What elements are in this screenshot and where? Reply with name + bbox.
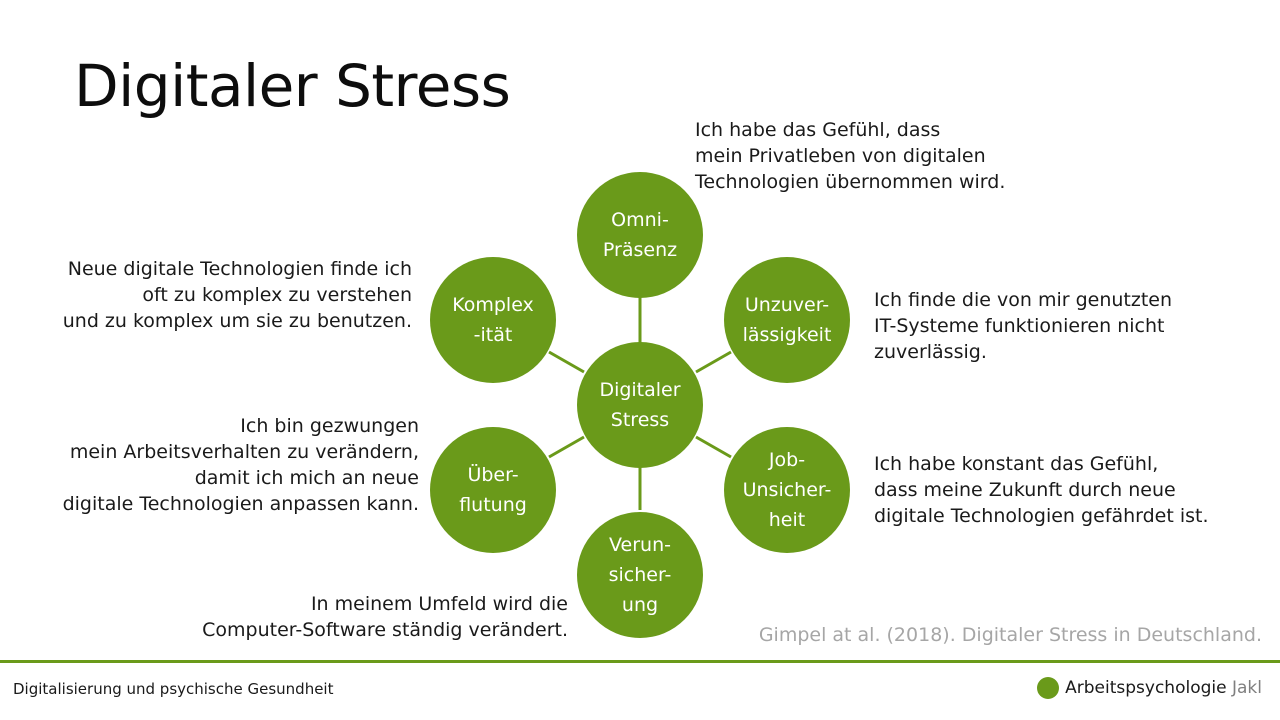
node-unzuverlaessigkeit-label: Unzuver- lässigkeit [742, 294, 832, 346]
node-omni-praesenz: Omni- Präsenz [577, 172, 703, 298]
description-verunsicherung: In meinem Umfeld wird die Computer-Softw… [202, 593, 568, 641]
brand-name-suffix: Jakl [1232, 678, 1262, 698]
node-ueberflutung-label: Über- flutung [459, 464, 527, 516]
citation: Gimpel at al. (2018). Digitaler Stress i… [758, 624, 1262, 646]
description-omni-praesenz: Ich habe das Gefühl, dass mein Privatleb… [695, 119, 1006, 193]
node-omni-praesenz-label: Omni- Präsenz [602, 209, 678, 261]
node-digitaler-stress-label: Digitaler Stress [599, 379, 681, 431]
node-ueberflutung: Über- flutung [430, 427, 556, 553]
node-job-unsicherheit-label: Job- Unsicher- heit [742, 449, 832, 531]
node-job-unsicherheit: Job- Unsicher- heit [724, 427, 850, 553]
connector-unzuverlaessigkeit [695, 350, 732, 374]
footer-divider [0, 660, 1280, 663]
brand-name-main: Arbeitspsychologie [1065, 678, 1227, 698]
brand-circle-icon [1037, 677, 1060, 699]
node-komplexitaet: Komplex -ität [430, 257, 556, 383]
node-verunsicherung-label: Verun- sicher- ung [608, 534, 672, 616]
connector-ueberflutung [548, 435, 585, 459]
description-komplexitaet: Neue digitale Technologien finde ich oft… [62, 258, 412, 332]
connector-komplexitaet [548, 350, 585, 374]
description-job-unsicherheit: Ich habe konstant das Gefühl, dass meine… [874, 453, 1209, 527]
node-unzuverlaessigkeit: Unzuver- lässigkeit [724, 257, 850, 383]
brand-logo: Arbeitspsychologie Jakl [1037, 677, 1262, 699]
node-verunsicherung: Verun- sicher- ung [577, 512, 703, 638]
connector-jobunsicherheit [695, 435, 732, 459]
slide-title: Digitaler Stress [74, 52, 511, 120]
node-komplexitaet-label: Komplex -ität [452, 294, 534, 346]
footer-text: Digitalisierung und psychische Gesundhei… [13, 680, 334, 698]
description-unzuverlaessigkeit: Ich finde die von mir genutzten IT-Syste… [874, 289, 1173, 363]
node-digitaler-stress: Digitaler Stress [577, 342, 703, 468]
brand-name: Arbeitspsychologie Jakl [1065, 678, 1262, 698]
description-ueberflutung: Ich bin gezwungen mein Arbeitsverhalten … [62, 415, 419, 515]
